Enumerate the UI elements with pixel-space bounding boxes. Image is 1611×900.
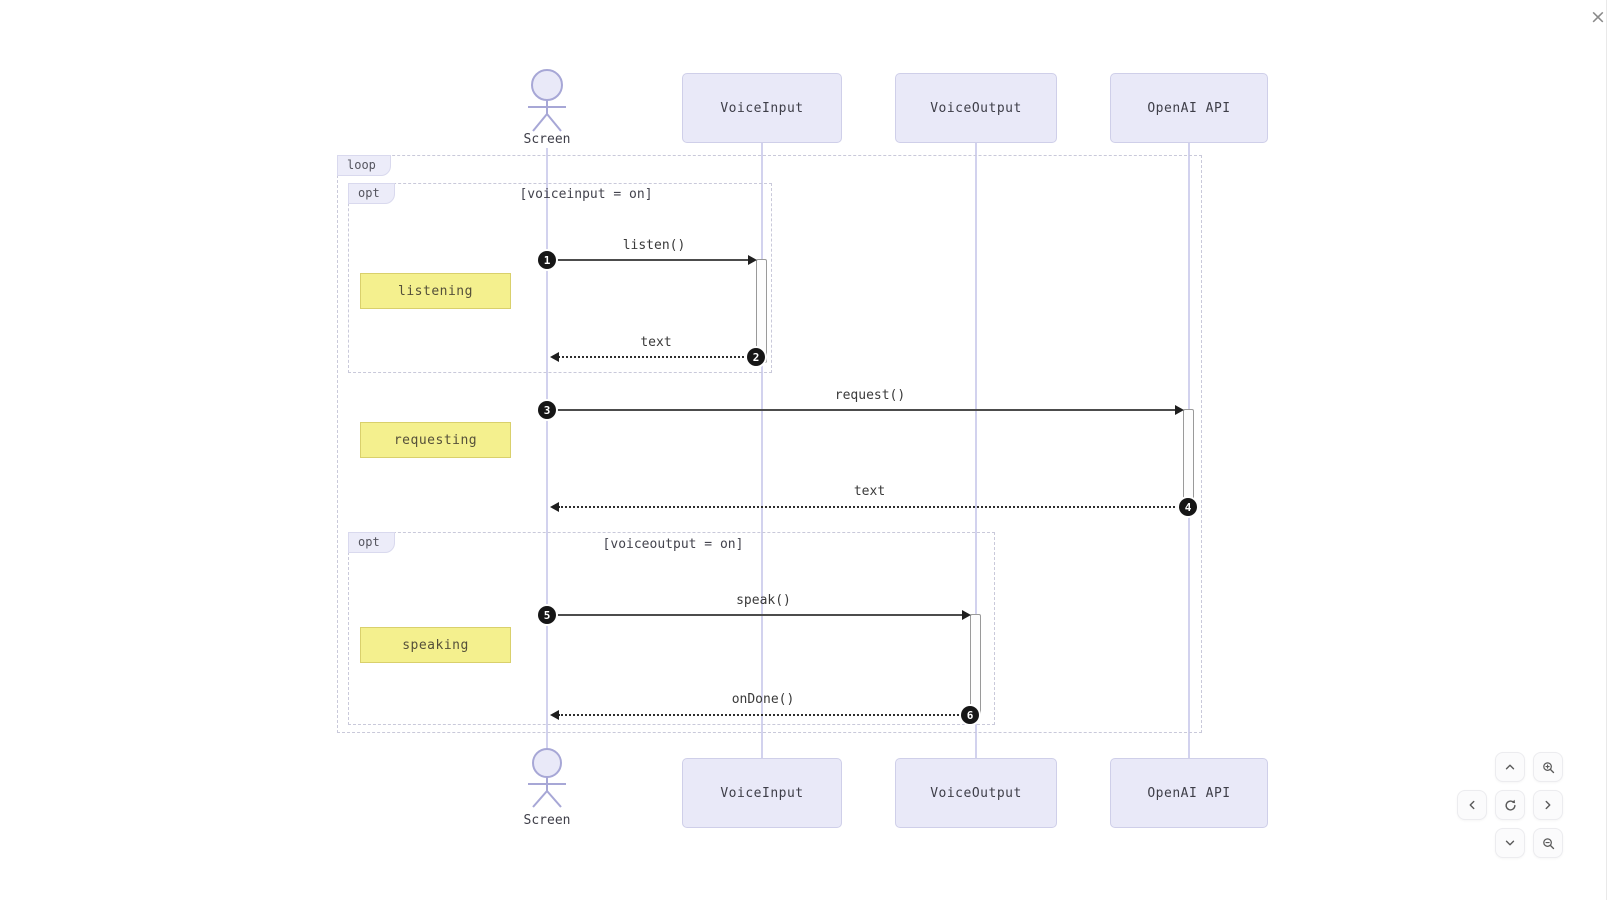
opt-frame-voiceinput-tab: opt (348, 183, 395, 204)
chevron-down-icon (1505, 840, 1515, 846)
zoom-in-icon (1542, 761, 1554, 773)
message-label-listen: listen() (622, 238, 686, 253)
sequence-number-1: 1 (538, 251, 556, 269)
sequence-number-2: 2 (747, 348, 765, 366)
participant-voiceoutput-bottom: VoiceOutput (895, 758, 1057, 828)
chevron-up-icon (1505, 764, 1515, 770)
message-line-request (556, 409, 1177, 411)
opt-frame-voiceinput: opt (348, 183, 772, 373)
zoom-out-icon (1542, 837, 1554, 849)
arrowhead-text-1 (550, 352, 559, 362)
opt-condition-voiceoutput: [voiceoutput = on] (602, 537, 744, 552)
message-label-text-1: text (640, 335, 672, 350)
participant-openai-api-bottom: OpenAI API (1110, 758, 1268, 828)
pan-left-button[interactable] (1457, 790, 1487, 820)
message-line-ondone (558, 714, 970, 716)
opt-frame-voiceoutput: opt (348, 532, 995, 725)
message-label-request: request() (834, 388, 906, 403)
participant-voiceinput-top: VoiceInput (682, 73, 842, 143)
message-label-text-2: text (853, 484, 886, 499)
message-line-listen (556, 259, 750, 261)
opt-condition-voiceinput: [voiceinput = on] (519, 187, 653, 202)
reset-view-icon (1504, 799, 1516, 811)
message-line-speak (556, 614, 964, 616)
arrowhead-ondone (550, 710, 559, 720)
reset-view-button[interactable] (1495, 790, 1525, 820)
panel-edge-divider (1606, 0, 1607, 900)
arrowhead-text-2 (550, 502, 559, 512)
opt-frame-voiceoutput-tab: opt (348, 532, 395, 553)
sequence-number-5: 5 (538, 606, 556, 624)
note-listening: listening (360, 273, 511, 309)
arrowhead-speak (962, 610, 971, 620)
arrowhead-listen (748, 255, 757, 265)
actor-label-top: Screen (523, 132, 571, 147)
participant-voiceoutput-top: VoiceOutput (895, 73, 1057, 143)
actor-icon-top (528, 69, 566, 132)
lifeline-voiceinput (761, 143, 763, 758)
pan-down-button[interactable] (1495, 828, 1525, 858)
activation-voiceoutput (970, 614, 981, 715)
message-line-text-1 (558, 356, 756, 358)
sequence-number-3: 3 (538, 401, 556, 419)
sequence-number-4: 4 (1179, 498, 1197, 516)
note-speaking: speaking (360, 627, 511, 663)
zoom-out-button[interactable] (1533, 828, 1563, 858)
message-label-speak: speak() (736, 593, 791, 608)
lifeline-voiceoutput (975, 143, 977, 758)
actor-label-bottom: Screen (523, 813, 571, 828)
loop-frame: loop (337, 155, 1202, 733)
participant-openai-api-top: OpenAI API (1110, 73, 1268, 143)
zoom-in-button[interactable] (1533, 752, 1563, 782)
sequence-number-6: 6 (961, 706, 979, 724)
note-requesting: requesting (360, 422, 511, 458)
actor-icon-bottom (528, 748, 566, 808)
lifeline-screen (546, 148, 548, 758)
pan-up-button[interactable] (1495, 752, 1525, 782)
arrowhead-request (1175, 405, 1184, 415)
close-button[interactable]: × (1590, 6, 1606, 28)
pan-right-button[interactable] (1533, 790, 1563, 820)
chevron-left-icon (1469, 800, 1475, 810)
message-label-ondone: onDone() (731, 692, 795, 707)
loop-frame-tab: loop (337, 155, 391, 176)
activation-openai-api (1183, 409, 1194, 507)
message-line-text-2 (558, 506, 1183, 508)
chevron-right-icon (1545, 800, 1551, 810)
participant-voiceinput-bottom: VoiceInput (682, 758, 842, 828)
